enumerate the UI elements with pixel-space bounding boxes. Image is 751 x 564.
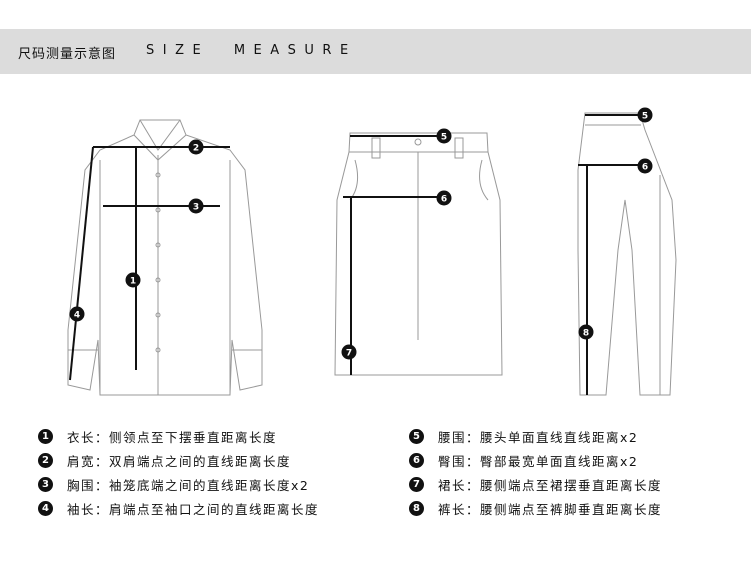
legend-badge: 6 [409, 452, 424, 468]
legend-text: 臀围：臀部最宽单面直线距离x2 [438, 453, 639, 469]
shirt-drawing [67, 119, 263, 396]
legend-badge: 5 [409, 428, 424, 444]
legend-item: 5 腰围：腰头单面直线直线距离x2 [409, 427, 638, 445]
legend-item: 1 衣长：侧领点至下摆垂直距离长度 [38, 427, 277, 445]
legend-item: 4 袖长：肩端点至袖口之间的直线距离长度 [38, 499, 319, 517]
svg-text:1: 1 [130, 277, 136, 287]
header-band: 尺码测量示意图 SIZE MEASURE [0, 29, 751, 74]
marker-8: 8 [578, 324, 594, 340]
legend-item: 7 裙长：腰侧端点至裙摆垂直距离长度 [409, 475, 662, 493]
marker-1: 1 [125, 272, 141, 288]
legend-item: 6 臀围：臀部最宽单面直线距离x2 [409, 451, 638, 469]
svg-text:6: 6 [441, 195, 447, 205]
title-cn: 尺码测量示意图 [18, 47, 117, 62]
pants-drawing [577, 112, 677, 396]
legend-text: 衣长：侧领点至下摆垂直距离长度 [67, 429, 278, 445]
marker-7: 7 [341, 344, 357, 360]
legend-badge: 7 [409, 476, 424, 492]
marker-2: 2 [188, 139, 204, 155]
legend-item: 3 胸围：袖笼底端之间的直线距离长度x2 [38, 475, 309, 493]
legend-badge: 1 [38, 428, 53, 444]
legend-text: 裤长：腰侧端点至裤脚垂直距离长度 [438, 501, 663, 517]
legend-text: 袖长：肩端点至袖口之间的直线距离长度 [67, 501, 320, 517]
garment-diagrams: 1 2 3 4 5 6 7 5 6 8 [67, 107, 677, 396]
marker-5-skirt: 5 [436, 128, 452, 144]
marker-3: 3 [188, 198, 204, 214]
svg-text:5: 5 [441, 133, 447, 143]
svg-text:8: 8 [583, 329, 589, 339]
legend-badge: 8 [409, 500, 424, 516]
svg-text:5: 5 [642, 112, 648, 122]
svg-text:2: 2 [193, 144, 199, 154]
legend-text: 胸围：袖笼底端之间的直线距离长度x2 [67, 477, 310, 493]
legend-item: 2 肩宽：双肩端点之间的直线距离长度 [38, 451, 291, 469]
legend-text: 腰围：腰头单面直线直线距离x2 [438, 429, 639, 445]
title-en: SIZE MEASURE [146, 43, 357, 58]
legend-badge: 3 [38, 476, 53, 492]
marker-5-pants: 5 [637, 107, 653, 123]
svg-text:4: 4 [74, 311, 80, 321]
svg-text:6: 6 [642, 163, 648, 173]
legend-badge: 4 [38, 500, 53, 516]
marker-6-skirt: 6 [436, 190, 452, 206]
legend-item: 8 裤长：腰侧端点至裤脚垂直距离长度 [409, 499, 662, 517]
svg-text:7: 7 [346, 349, 352, 359]
legend-badge: 2 [38, 452, 53, 468]
svg-text:3: 3 [193, 203, 199, 213]
legend-text: 裙长：腰侧端点至裙摆垂直距离长度 [438, 477, 663, 493]
marker-4: 4 [69, 306, 85, 322]
marker-6-pants: 6 [637, 158, 653, 174]
skirt-drawing [334, 132, 503, 376]
legend-text: 肩宽：双肩端点之间的直线距离长度 [67, 453, 292, 469]
